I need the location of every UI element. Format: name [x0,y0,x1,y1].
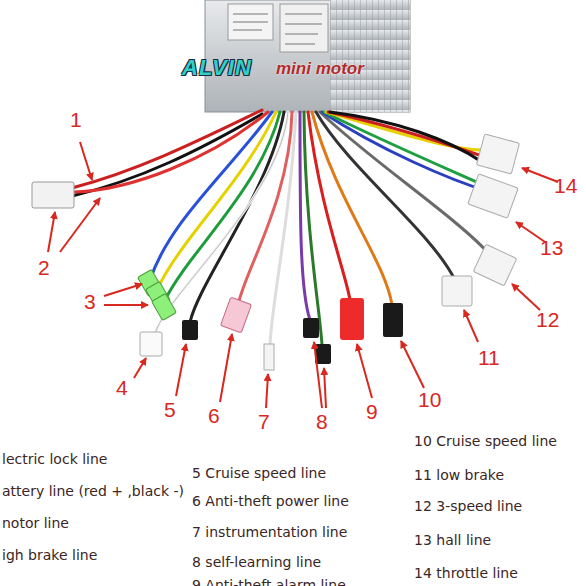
legend-text: 8 self-learning line [192,555,321,570]
legend-text: igh brake line [2,548,97,563]
callout-number: 7 [258,410,270,433]
callout-number: 2 [38,256,50,279]
legend-text: lectric lock line [2,452,107,467]
legend-text: 14 throttle line [414,566,518,581]
legend-text: attery line (red + ,black -) [2,484,184,499]
callout-number: 3 [84,290,96,313]
callout-number: 4 [116,376,128,399]
legend-text: 7 instrumentation line [192,525,347,540]
callout-number: 13 [540,236,563,259]
legend-text: 11 low brake [414,468,504,483]
legend-text: 9 Anti-theft alarm line [192,578,346,586]
legend-text: notor line [2,516,69,531]
callout-number: 14 [554,174,577,197]
watermark: ALVIN [182,56,252,80]
callout-number: 8 [316,410,328,433]
callout-number: 1 [70,108,82,131]
legend-text: 10 Cruise speed line [414,434,557,449]
watermark: mini motor [276,60,364,79]
callout-number: 6 [208,404,220,427]
legend-text: 5 Cruise speed line [192,466,326,481]
callout-number: 10 [418,388,441,411]
legend-text: 6 Anti-theft power line [192,494,349,509]
callout-number: 12 [536,308,559,331]
legend-text: 12 3-speed line [414,499,522,514]
callout-number: 11 [478,346,500,369]
callout-number: 5 [164,398,176,421]
callout-number: 9 [366,400,378,423]
legend-text: 13 hall line [414,533,491,548]
